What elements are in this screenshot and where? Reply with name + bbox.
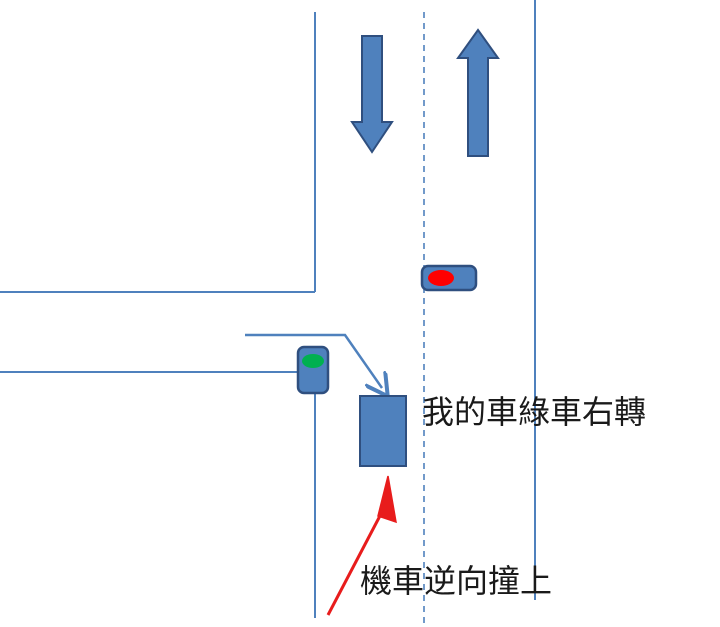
- green-traffic-light-icon: [296, 345, 330, 395]
- arrow-up-icon: [456, 28, 500, 157]
- right-turn-path: [245, 333, 382, 388]
- motorcycle-label: 機車逆向撞上: [360, 562, 553, 600]
- my-car: [359, 395, 407, 467]
- red-traffic-light-icon: [420, 264, 478, 292]
- collision-arrowhead: [377, 475, 397, 524]
- motorcycle-path: [326, 511, 384, 616]
- arrow-down-icon: [350, 35, 394, 154]
- my-car-label: 我的車綠車右轉: [422, 393, 647, 431]
